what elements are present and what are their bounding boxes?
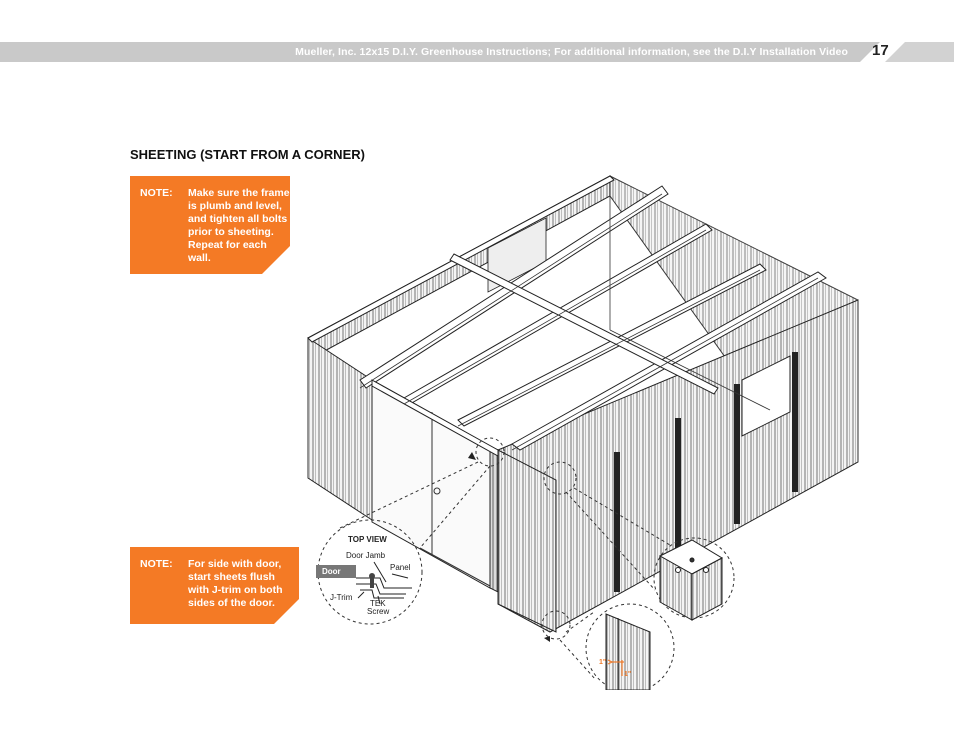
note-door-side: NOTE: For side with door, start sheets f…: [130, 547, 299, 624]
header-title: Mueller, Inc. 12x15 D.I.Y. Greenhouse In…: [295, 46, 848, 58]
header-band: [0, 42, 954, 62]
dimension-label-1: 1": [599, 659, 607, 666]
note-text: For side with door, start sheets flush w…: [188, 558, 283, 609]
top-view-label: TOP VIEW: [348, 535, 387, 544]
note-label: NOTE:: [140, 187, 173, 199]
page-number: 17: [872, 42, 889, 59]
section-title: SHEETING (START FROM A CORNER): [130, 147, 365, 162]
tek-screw-label-1: TEK: [370, 599, 386, 608]
door-label: Door: [316, 565, 356, 578]
dimension-label-2: 1": [624, 671, 632, 678]
door-jamb-label: Door Jamb: [346, 551, 386, 560]
note-text: Make sure the frame is plumb and level, …: [188, 187, 290, 264]
note-frame-plumb: NOTE: Make sure the frame is plumb and l…: [130, 176, 290, 274]
j-trim-label: J-Trim: [330, 593, 353, 602]
greenhouse-illustration: [307, 175, 859, 690]
panel-label: Panel: [390, 563, 411, 572]
note-label: NOTE:: [140, 558, 173, 570]
tek-screw-label-2: Screw: [367, 607, 390, 616]
